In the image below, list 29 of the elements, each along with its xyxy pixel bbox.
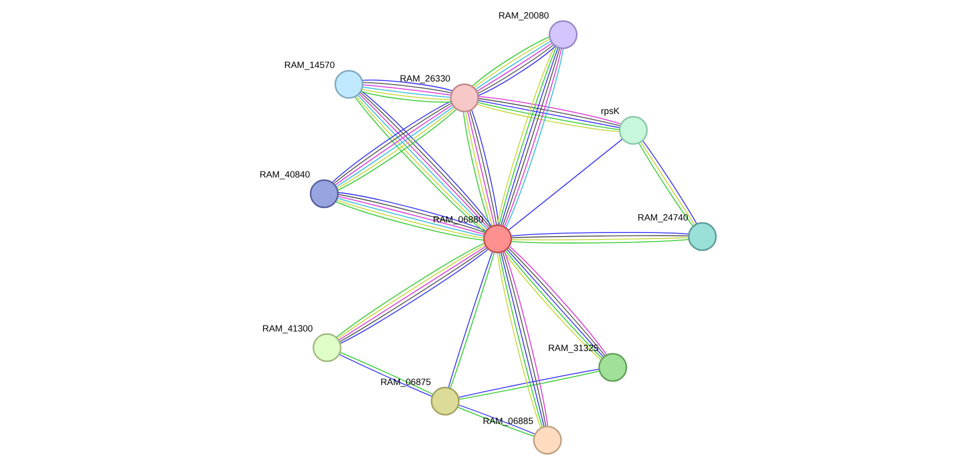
connector: [508, 138, 623, 231]
node-circle: [450, 83, 479, 112]
node-label: RAM_40840: [260, 170, 310, 180]
node-label: RAM_41300: [262, 323, 313, 334]
connector: [362, 82, 452, 94]
node-circle: [533, 426, 562, 455]
connector: [362, 88, 452, 100]
node-circle: [548, 20, 578, 50]
node-label: rpsK: [600, 106, 620, 116]
connector: [362, 80, 453, 92]
node-label: RAM_14570: [284, 60, 335, 70]
node-circle: [598, 353, 628, 382]
node-label: RAM_20080: [498, 10, 549, 20]
node-circle: [688, 222, 717, 251]
connector: [510, 235, 690, 238]
connector: [360, 90, 452, 103]
node-circle: [312, 333, 342, 362]
node-circle: [618, 116, 648, 145]
connector: [510, 232, 690, 236]
node-circle: [483, 224, 512, 254]
connector: [362, 86, 452, 98]
node-circle: [334, 70, 364, 99]
connector: [510, 237, 690, 240]
node-circle: [310, 179, 339, 208]
node-label: RAM_26330: [400, 74, 450, 84]
node-label: RAM_24740: [638, 212, 688, 222]
connector: [510, 238, 690, 244]
connector: [362, 84, 452, 96]
node-circle: [430, 386, 460, 416]
